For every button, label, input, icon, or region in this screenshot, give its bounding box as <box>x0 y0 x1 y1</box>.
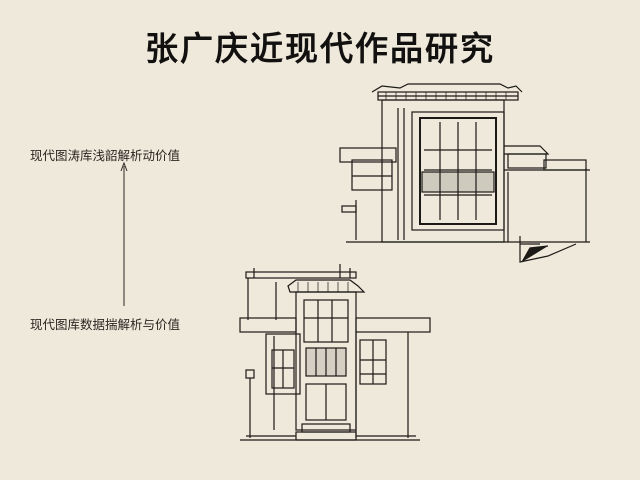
annotation-top: 现代图涛库浅韶解析动价值 <box>30 148 181 163</box>
building-sketch-top <box>339 83 590 263</box>
page-title: 张广庆近现代作品研究 <box>145 29 495 68</box>
annotation-bottom: 现代图库数据揣解析与价值 <box>30 317 181 332</box>
connector-arrow <box>120 161 128 306</box>
building-sketch-bottom <box>239 264 431 441</box>
